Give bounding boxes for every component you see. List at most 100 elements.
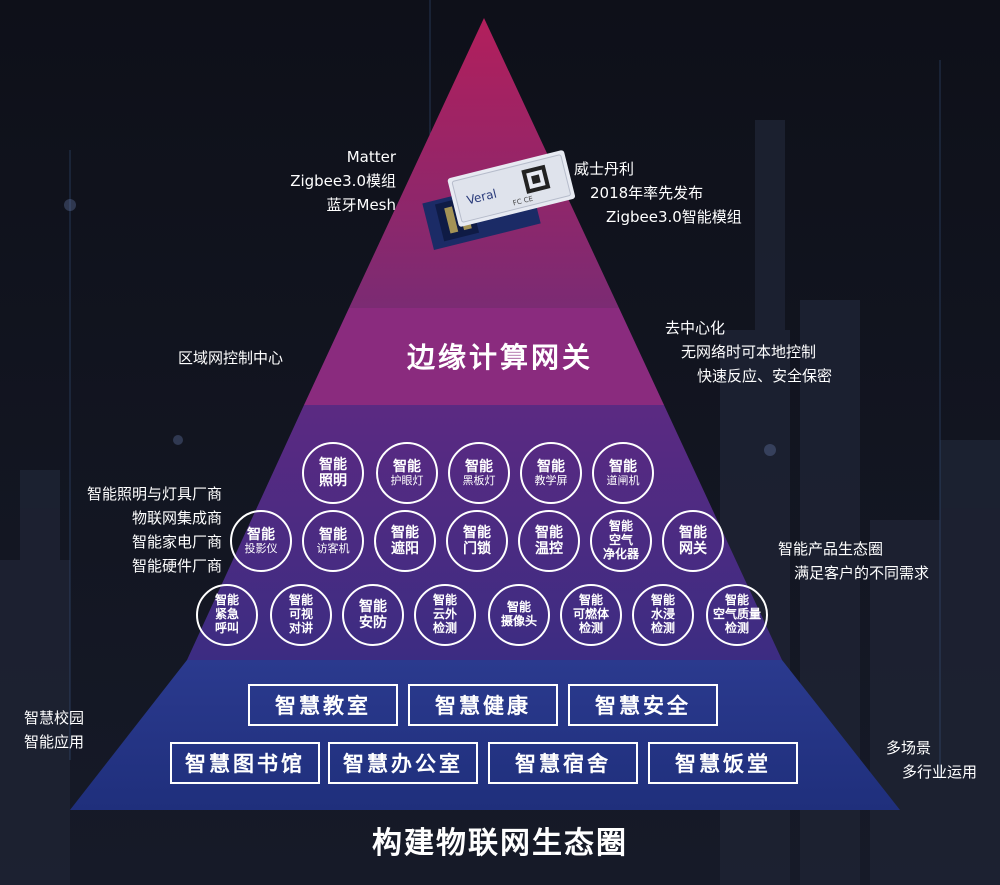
scene-notes-left: 智慧校园 智能应用 [24,706,84,754]
bubble-label: 云外 [432,607,457,622]
bubble-label: 温控 [535,541,563,557]
product-bubble: 智能门锁 [446,510,508,572]
product-bubble: 智能投影仪 [230,510,292,572]
bubble-label: 智能 [432,593,457,608]
gateway-notes-right: 去中心化 无网络时可本地控制 快速反应、安全保密 [665,316,832,388]
scene-box-classroom: 智慧教室 [248,684,398,726]
product-bubble: 智能温控 [518,510,580,572]
bubble-label: 遮阳 [391,541,419,557]
bubble-label: 可视 [288,607,313,622]
product-bubble: 智能可视对讲 [270,584,332,646]
bubble-label: 智能 [319,526,347,543]
scene-note: 智慧校园 [24,709,85,727]
gateway-note: 无网络时可本地控制 [681,343,817,361]
product-bubble: 智能访客机 [302,510,364,572]
gateway-note: 区域网控制中心 [178,349,284,367]
product-note: 智能照明与灯具厂商 [86,485,222,503]
scene-box-safety: 智慧安全 [568,684,718,726]
product-bubble: 智能摄像头 [488,584,550,646]
product-bubble: 智能可燃体检测 [560,584,622,646]
product-note: 物联网集成商 [131,509,222,527]
bubble-label: 呼叫 [214,620,239,635]
bubble-label: 智能 [724,593,749,608]
bubble-label: 水浸 [650,607,675,622]
bubble-label: 门锁 [463,541,491,557]
bubble-label: 空气质量 [712,607,761,622]
scene-box-health: 智慧健康 [408,684,558,726]
module-note: Zigbee3.0模组 [290,172,396,190]
product-note: 满足客户的不同需求 [794,564,930,582]
product-bubble: 智能黑板灯 [448,442,510,504]
scene-box-office: 智慧办公室 [328,742,478,784]
bubble-label: 智能 [288,593,313,608]
bubble-label: 智能 [359,598,387,615]
product-bubble: 智能网关 [662,510,724,572]
tier-module [349,18,619,308]
scene-note: 多行业运用 [902,763,978,781]
bubble-label: 智能 [608,519,633,534]
product-bubble: 智能空气净化器 [590,510,652,572]
scene-note: 多场景 [886,739,932,757]
scene-notes-right: 多场景 多行业运用 [886,736,977,784]
bubble-label: 紧急 [214,607,239,622]
module-notes-left: Matter Zigbee3.0模组 蓝牙Mesh [246,145,396,217]
product-bubble: 智能水浸检测 [632,584,694,646]
bubble-label: 照明 [319,473,347,489]
module-note: Zigbee3.0智能模组 [606,208,742,226]
bubble-label: 智能 [463,524,491,541]
bubble-label: 摄像头 [500,614,537,628]
gateway-note: 快速反应、安全保密 [697,367,833,385]
scene-box-dormitory: 智慧宿舍 [488,742,638,784]
product-bubble: 智能教学屏 [520,442,582,504]
module-note: 威士丹利 [574,160,635,178]
bubble-label: 智能 [247,526,275,543]
product-bubble: 智能护眼灯 [376,442,438,504]
bubble-label: 智能 [537,458,565,475]
bubble-label: 空气 [608,533,633,548]
gateway-title: 边缘计算网关 [406,341,593,374]
product-bubble: 智能紧急呼叫 [196,584,258,646]
product-bubble: 智能道闸机 [592,442,654,504]
bubble-label: 教学屏 [534,473,568,487]
product-notes-right: 智能产品生态圈 满足客户的不同需求 [778,537,929,585]
bubble-label: 智能 [679,524,707,541]
product-bubble: 智能安防 [342,584,404,646]
tier-gateway [304,308,664,405]
product-note: 智能家电厂商 [131,533,222,551]
bubble-label: 安防 [359,615,387,631]
bubble-label: 智能 [609,458,637,475]
module-note: 蓝牙Mesh [326,196,397,214]
bubble-label: 智能 [391,524,419,541]
bubble-label: 净化器 [602,546,639,561]
module-note: Matter [346,148,396,166]
bubble-label: 可燃体 [572,607,609,622]
gateway-notes-left: 区域网控制中心 [178,346,283,370]
bubble-label: 智能 [393,458,421,475]
scene-box-canteen: 智慧饭堂 [648,742,798,784]
tier-scenes [70,660,900,810]
bubble-label: 智能 [650,593,675,608]
product-note: 智能产品生态圈 [778,540,884,558]
bubble-label: 道闸机 [606,473,640,487]
bubble-label: 智能 [319,456,347,473]
product-bubble: 智能照明 [302,442,364,504]
bubble-label: 智能 [214,593,239,608]
bubble-label: 对讲 [288,620,313,635]
product-bubble: 智能云外检测 [414,584,476,646]
product-notes-left: 智能照明与灯具厂商 物联网集成商 智能家电厂商 智能硬件厂商 [62,482,222,578]
product-bubble: 智能遮阳 [374,510,436,572]
gateway-note: 去中心化 [665,319,726,337]
bubble-label: 检测 [432,620,457,635]
bubble-label: 智能 [506,600,531,615]
scene-note: 智能应用 [24,733,85,751]
bubble-label: 智能 [535,524,563,541]
footer-title: 构建物联网生态圈 [372,826,628,861]
bubble-label: 检测 [724,620,749,635]
bubble-label: 黑板灯 [462,473,496,487]
bubble-label: 访客机 [316,541,350,555]
module-notes-right: 威士丹利 2018年率先发布 Zigbee3.0智能模组 [574,157,742,229]
bubble-label: 投影仪 [244,541,278,555]
bubble-label: 网关 [679,541,707,557]
module-note: 2018年率先发布 [590,184,704,202]
